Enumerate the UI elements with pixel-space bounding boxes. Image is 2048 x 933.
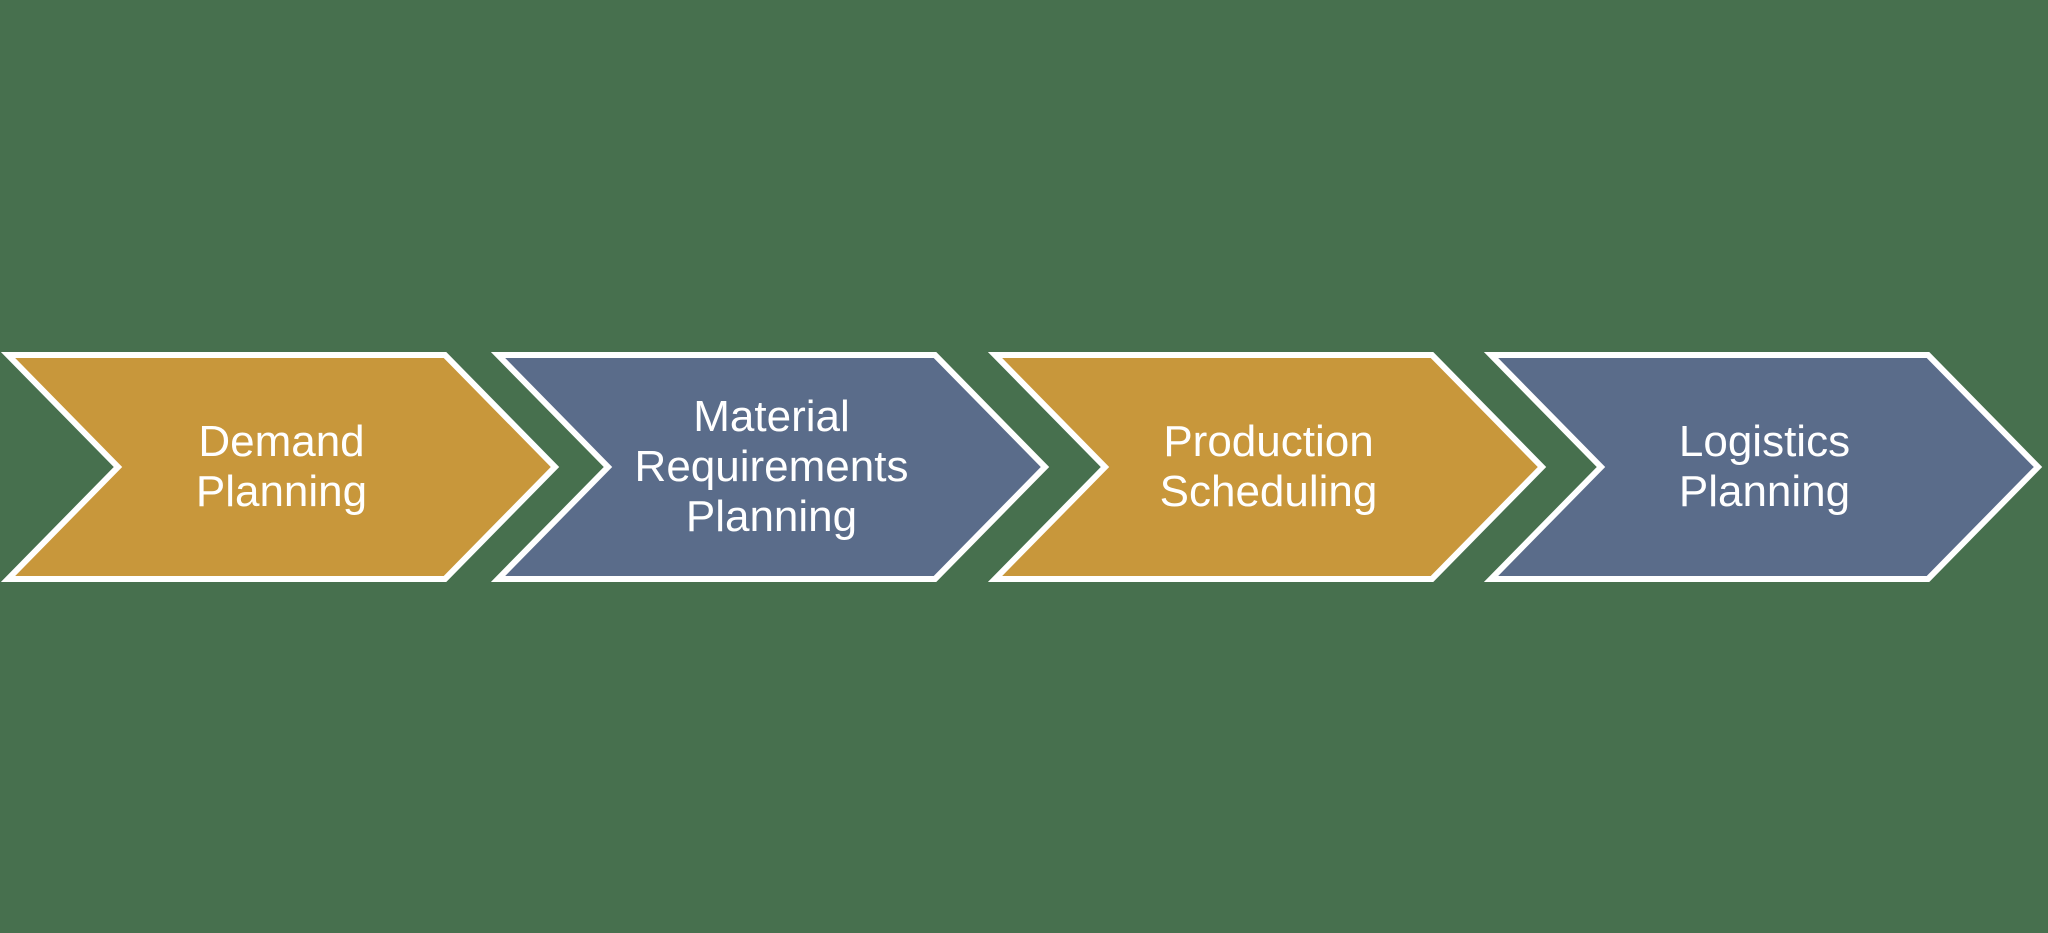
process-step-production-scheduling: Production Scheduling [988, 352, 1547, 582]
process-step-logistics-planning: Logistics Planning [1484, 352, 2043, 582]
process-step-label: Production Scheduling [1159, 417, 1378, 516]
chevron-arrow-shape [1484, 352, 2043, 582]
process-step-demand-planning: Demand Planning [1, 352, 560, 582]
chevron-arrow-shape [491, 352, 1050, 582]
process-step-label: Logistics Planning [1678, 417, 1851, 516]
chevron-arrow-shape [1, 352, 560, 582]
process-step-label: Material Requirements Planning [634, 392, 909, 541]
chevron-arrow-shape [988, 352, 1547, 582]
process-step-label: Demand Planning [195, 417, 368, 516]
process-step-material-requirements-planning: Material Requirements Planning [491, 352, 1050, 582]
